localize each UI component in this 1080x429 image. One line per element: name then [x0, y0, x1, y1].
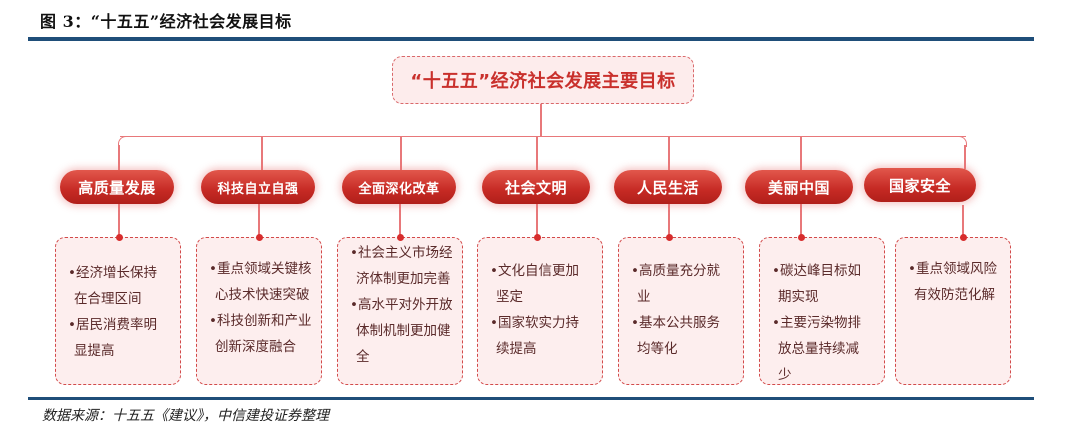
category-pill-social-civilization: 社会文明	[482, 170, 590, 204]
drop-connector	[261, 136, 263, 171]
category-pill-people-livelihood: 人民生活	[614, 170, 722, 204]
root-goal-box: “十五五”经济社会发展主要目标	[392, 56, 694, 104]
goal-line: •重点领域风险	[908, 261, 997, 277]
root-goal-label: “十五五”经济社会发展主要目标	[410, 71, 676, 92]
goal-line: 业	[637, 289, 651, 305]
card-connector	[668, 204, 670, 237]
goal-line: •社会主义市场经	[350, 245, 453, 261]
figure-title: 图 3：“十五五”经济社会发展目标	[40, 12, 292, 31]
goal-line: 济体制更加完善	[356, 271, 451, 287]
goal-line: •文化自信更加	[490, 263, 579, 279]
goal-line: •高质量充分就	[631, 263, 720, 279]
card-connector	[536, 204, 538, 237]
category-label: 科技自立自强	[217, 181, 299, 197]
category-pill-beautiful-china: 美丽中国	[745, 170, 853, 204]
category-pill-deepen-reform: 全面深化改革	[342, 170, 456, 204]
goal-line: 坚定	[496, 289, 523, 305]
source-rule	[28, 397, 1034, 400]
goal-line: •经济增长保持	[68, 265, 157, 281]
goal-line: 全	[356, 349, 370, 365]
drop-connector	[668, 136, 670, 171]
goal-card-tech-self-reliance: •重点领域关键核 心技术快速突破 •科技创新和产业 创新深度融合	[196, 234, 322, 385]
goal-card-people-livelihood: •高质量充分就 业 •基本公共服务 均等化	[618, 234, 744, 385]
connector-dot	[798, 234, 805, 241]
title-rule	[28, 37, 1034, 41]
goal-card-deepen-reform: •社会主义市场经 济体制更加完善 •高水平对外开放 体制机制更加健 全	[337, 234, 463, 385]
goal-line: 在合理区间	[74, 291, 142, 307]
category-label: 社会文明	[504, 178, 567, 197]
connector-dot	[960, 234, 967, 241]
goal-line: •重点领域关键核	[209, 261, 312, 277]
category-pill-high-quality-development: 高质量发展	[60, 170, 174, 204]
drop-connector	[400, 136, 402, 171]
card-connector	[118, 204, 120, 237]
source-note: 数据来源：十五五《建议》，中信建投证券整理	[42, 408, 329, 424]
category-pill-tech-self-reliance: 科技自立自强	[201, 170, 315, 204]
category-label: 美丽中国	[767, 178, 830, 197]
goal-line: •主要污染物排	[772, 315, 861, 331]
connector-dot	[397, 234, 404, 241]
goal-line: 放总量持续减	[778, 341, 859, 357]
goal-card-high-quality-development: •经济增长保持 在合理区间 •居民消费率明 显提高	[55, 234, 181, 385]
goal-line: 期实现	[778, 289, 819, 305]
category-label: 人民生活	[636, 178, 699, 197]
connector-dot	[666, 234, 673, 241]
drop-connector	[800, 136, 802, 171]
goal-card-social-civilization: •文化自信更加 坚定 •国家软实力持 续提高	[477, 234, 603, 385]
horizontal-connector	[120, 136, 966, 137]
connector-corner-right	[956, 136, 967, 147]
goal-line: 均等化	[637, 341, 678, 357]
goal-line: 创新深度融合	[215, 339, 296, 355]
goal-line: •居民消费率明	[68, 317, 157, 333]
goal-line: •国家软实力持	[490, 315, 579, 331]
drop-connector	[118, 145, 120, 171]
drop-connector	[536, 136, 538, 171]
goal-line: 续提高	[496, 341, 537, 357]
goal-line: •科技创新和产业	[209, 313, 312, 329]
category-pill-national-security: 国家安全	[864, 168, 976, 202]
card-connector	[258, 204, 260, 237]
goal-line: 体制机制更加健	[356, 323, 451, 339]
card-connector	[962, 205, 964, 237]
card-connector	[800, 204, 802, 237]
goal-line: •基本公共服务	[631, 315, 720, 331]
connector-dot	[256, 234, 263, 241]
category-label: 全面深化改革	[358, 181, 440, 197]
root-connector	[540, 104, 542, 137]
goal-line: 少	[778, 367, 792, 383]
goal-line: •碳达峰目标如	[772, 263, 861, 279]
connector-dot	[534, 234, 541, 241]
goal-card-national-security: •重点领域风险 有效防范化解	[895, 234, 1011, 385]
category-label: 国家安全	[888, 176, 951, 195]
drop-connector	[964, 145, 966, 169]
goal-line: 显提高	[74, 343, 115, 359]
category-label: 高质量发展	[78, 178, 156, 197]
goal-line: 心技术快速突破	[215, 287, 310, 303]
connector-dot	[116, 234, 123, 241]
card-connector	[399, 204, 401, 237]
goal-card-beautiful-china: •碳达峰目标如 期实现 •主要污染物排 放总量持续减 少	[759, 234, 885, 385]
connector-corner-left	[118, 136, 129, 147]
goal-line: 有效防范化解	[914, 287, 995, 303]
goal-line: •高水平对外开放	[350, 297, 453, 313]
